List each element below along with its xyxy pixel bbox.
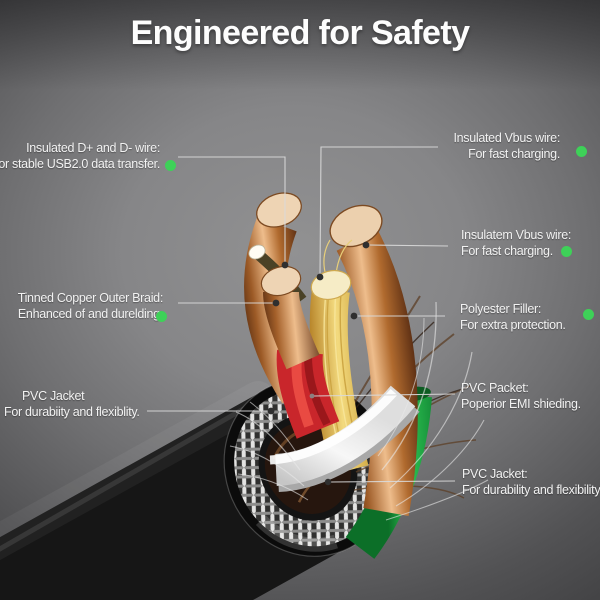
green-indicator-dot — [576, 146, 587, 157]
callout-name: Polyester Filler: — [460, 302, 542, 316]
red-sheathed-wire — [260, 265, 340, 439]
callout-tinned-copper-braid: Tinned Copper Outer Braid: Enhanced of a… — [17, 291, 164, 322]
callout-pvc-packet: PVC Packet: Poperior EMI shieding. — [461, 381, 581, 412]
callout-name: PVC Jacket — [22, 389, 85, 403]
callout-insulated-data-wire: Insulated D+ and D- wire: For stable USB… — [0, 141, 160, 172]
callout-desc: For durabiity and flexiblity. — [4, 404, 140, 419]
callout-desc: For durability and flexibility — [462, 482, 600, 497]
silver-strands — [229, 301, 489, 521]
callout-desc: Poperior EMI shieding. — [461, 396, 581, 411]
callout-pvc-jacket-right: PVC Jacket: For durability and flexibili… — [462, 467, 600, 498]
leader-lines — [147, 146, 456, 486]
callout-name: Insulatem Vbus wire: — [461, 228, 572, 242]
callout-polyester-filler: Polyester Filler: For extra protection. — [460, 302, 566, 333]
page-title: Engineered for Safety — [130, 14, 470, 52]
white-wire — [269, 385, 420, 492]
green-indicator-dot — [165, 160, 176, 171]
callout-insulated-vbus-wire: Insulated Vbus wire: For fast charging. — [453, 131, 560, 162]
callout-desc: For fast charging. — [468, 146, 560, 161]
callout-name: PVC Jacket: — [462, 467, 528, 481]
callout-insulatem-vbus-wire: Insulatem Vbus wire: For fast charging. — [461, 228, 571, 259]
green-indicator-dot — [156, 311, 167, 322]
callout-name: PVC Packet: — [461, 381, 529, 395]
callout-desc: For extra protection. — [460, 317, 566, 332]
callout-name: Tinned Copper Outer Braid: — [17, 291, 164, 305]
callout-desc: For stable USB2.0 data transfer. — [0, 156, 160, 171]
callout-name: Insulated D+ and D- wire: — [26, 141, 160, 155]
callout-name: Insulated Vbus wire: — [453, 131, 560, 145]
callout-desc: For fast charging. — [461, 243, 553, 258]
callout-pvc-jacket-left: PVC Jacket For durabiity and flexiblity. — [4, 389, 140, 420]
green-indicator-dot — [583, 309, 594, 320]
green-indicator-dot — [561, 246, 572, 257]
callout-desc: Enhanced of and durelding. — [17, 306, 163, 321]
